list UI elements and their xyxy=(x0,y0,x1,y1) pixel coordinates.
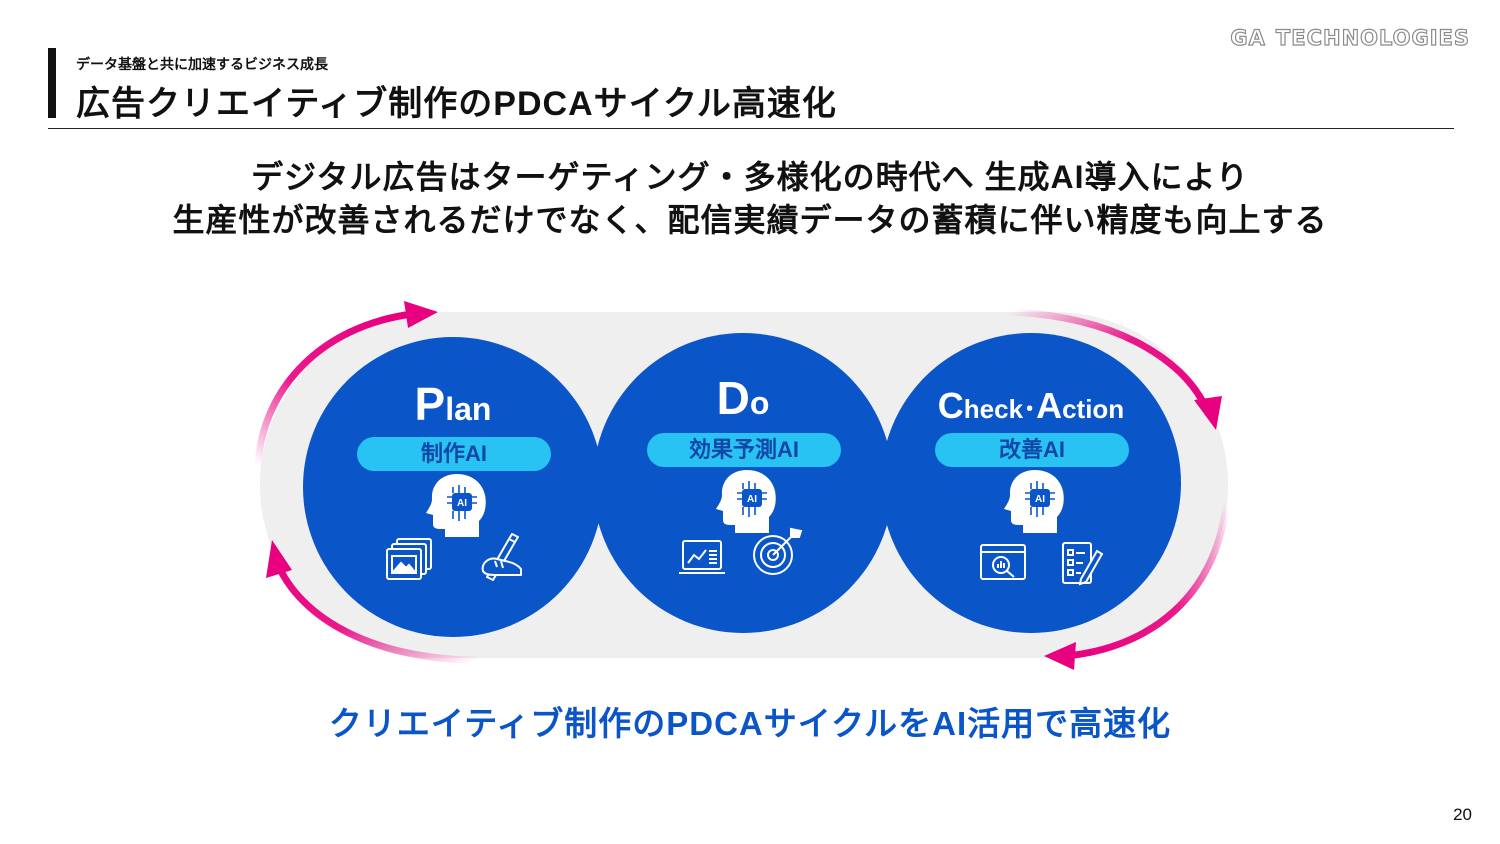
plan-circle: Plan 制作AI AI xyxy=(303,337,603,637)
plan-ai-pill: 制作AI xyxy=(357,437,551,471)
page-number: 20 xyxy=(1453,805,1472,824)
action-title-initial: A xyxy=(1036,385,1063,426)
plan-title-initial: P xyxy=(414,378,446,430)
ai-head-icon: AI xyxy=(426,474,486,537)
chart-laptop-icon xyxy=(679,540,725,574)
do-title-initial: D xyxy=(716,372,750,424)
title-divider xyxy=(48,128,1454,129)
title-accent-bar xyxy=(48,48,56,118)
do-circle: Do 効果予測AI AI xyxy=(593,333,893,633)
check-ai-pill: 改善AI xyxy=(935,433,1129,467)
images-icon xyxy=(386,538,432,580)
arrow-bottom-right-head xyxy=(1044,642,1076,670)
ai-badge-text: AI xyxy=(457,498,467,509)
check-action-separator: ･ xyxy=(1023,394,1037,424)
plan-title: Plan xyxy=(303,377,603,431)
arrow-bottom-left xyxy=(272,556,482,664)
logo-ga: GA xyxy=(1230,25,1266,50)
hand-writing-icon xyxy=(481,533,522,581)
do-title: Do xyxy=(593,371,893,425)
arrow-top-left-head xyxy=(404,301,438,328)
check-action-circle: Check･Action 改善AI AI xyxy=(881,333,1181,633)
check-title-rest: heck xyxy=(963,394,1024,424)
section-kicker: データ基盤と共に加速するビジネス成長 xyxy=(76,56,328,72)
ai-badge-text: AI xyxy=(747,494,757,505)
check-action-title: Check･Action xyxy=(881,385,1181,427)
arrow-top-left xyxy=(254,310,416,470)
ai-head-icon: AI xyxy=(1004,470,1064,533)
action-title-rest: ction xyxy=(1062,394,1125,424)
page-title: 広告クリエイティブ制作のPDCAサイクル高速化 xyxy=(76,85,837,123)
check-title-initial: C xyxy=(937,385,964,426)
ai-head-icon: AI xyxy=(716,470,776,533)
do-ai-pill: 効果予測AI xyxy=(647,433,841,467)
tagline: クリエイティブ制作のPDCAサイクルをAI活用で高速化 xyxy=(328,705,1172,742)
checklist-edit-icon xyxy=(1062,542,1104,586)
do-title-rest: o xyxy=(749,385,770,421)
ai-badge-text: AI xyxy=(1035,494,1045,505)
lead-text-line-1: デジタル広告はターゲティング・多様化の時代へ 生成AI導入により xyxy=(251,159,1249,195)
arrow-bottom-right xyxy=(1062,500,1230,660)
target-icon xyxy=(753,527,803,575)
logo-technologies: TECHNOLOGIES xyxy=(1275,25,1470,50)
arrow-bottom-left-head xyxy=(266,540,292,578)
lead-text-line-2: 生産性が改善されるだけでなく、配信実績データの蓄積に伴い精度も向上する xyxy=(172,202,1328,238)
arrow-top-right-head xyxy=(1194,396,1222,430)
plan-title-rest: lan xyxy=(445,391,492,427)
analytics-window-icon xyxy=(980,544,1026,580)
arrow-top-right xyxy=(1006,308,1210,412)
company-logo: GA TECHNOLOGIES xyxy=(1230,25,1470,50)
